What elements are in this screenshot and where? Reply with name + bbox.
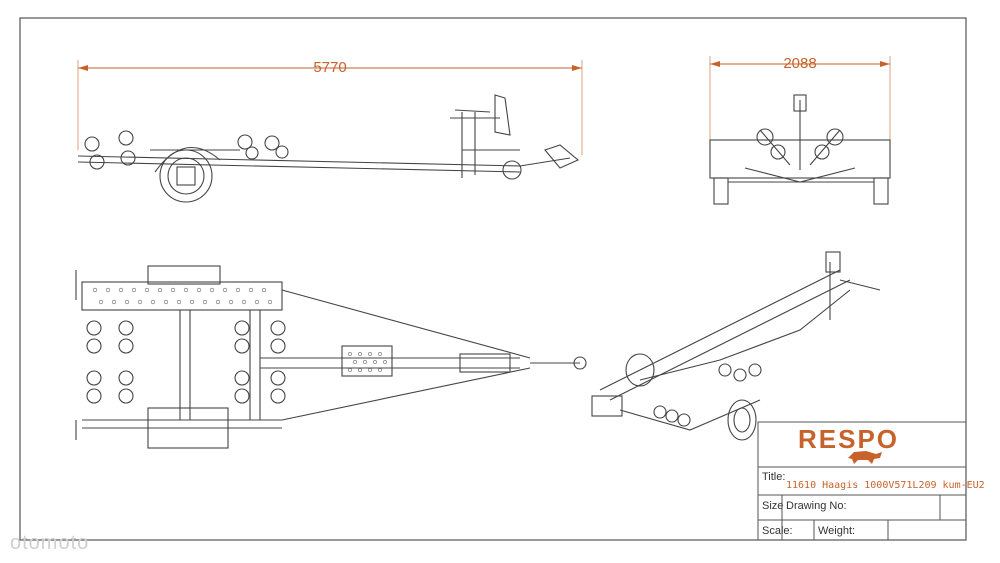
scale-label: Scale: xyxy=(762,525,793,537)
weight-label: Weight: xyxy=(818,525,856,537)
title-value: 11610 Haagis 1000V571L209 kum-EU2 xyxy=(786,480,985,491)
watermark: otomoto xyxy=(10,532,90,554)
isometric-view xyxy=(591,251,881,441)
size-label: Size xyxy=(762,500,784,512)
brand-logo: RESPO xyxy=(798,424,900,454)
top-view xyxy=(75,265,587,449)
title-block xyxy=(757,421,967,541)
perforation-pattern xyxy=(92,287,387,372)
side-view xyxy=(77,60,583,203)
drawing-no-label: Drawing No: xyxy=(786,500,847,512)
front-view xyxy=(709,56,891,205)
brand-mark-icon xyxy=(848,451,882,464)
width-dimension-label: 2088 xyxy=(783,55,816,72)
length-dimension-label: 5770 xyxy=(313,59,346,76)
title-label: Title: xyxy=(762,471,786,483)
